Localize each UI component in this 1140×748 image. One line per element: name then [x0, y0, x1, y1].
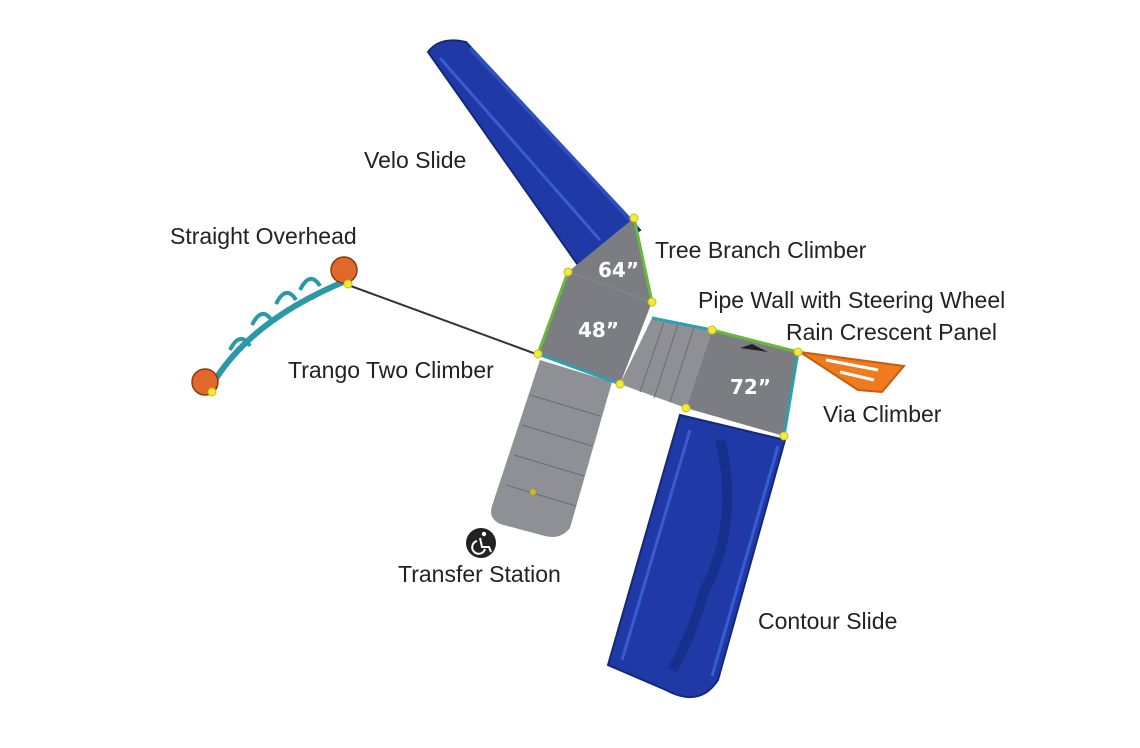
- label-via-climber: Via Climber: [823, 401, 942, 427]
- deck-48: [536, 271, 652, 386]
- label-contour-slide: Contour Slide: [758, 608, 897, 634]
- wheelchair-accessibility-icon: [466, 528, 496, 558]
- via-climber: [799, 351, 906, 394]
- label-pipe-wall: Pipe Wall with Steering Wheel: [698, 287, 1005, 313]
- label-trango-two: Trango Two Climber: [288, 357, 494, 383]
- contour-slide: [606, 413, 787, 698]
- label-transfer-station: Transfer Station: [398, 561, 561, 587]
- straight-overhead: [191, 256, 358, 396]
- posts: [207, 213, 803, 441]
- deck-48-label: 48”: [578, 318, 619, 342]
- velo-slide: [426, 39, 642, 270]
- label-rain-crescent: Rain Crescent Panel: [786, 319, 997, 345]
- bridge: [620, 316, 713, 408]
- label-straight-overhead: Straight Overhead: [170, 223, 357, 249]
- label-tree-branch-climber: Tree Branch Climber: [655, 237, 867, 263]
- deck-64: [568, 217, 654, 303]
- deck-72: [686, 328, 800, 437]
- trango-two-climber: [347, 284, 537, 355]
- label-velo-slide: Velo Slide: [364, 147, 466, 173]
- transfer-station: [491, 360, 612, 537]
- deck-72-label: 72”: [730, 375, 771, 399]
- deck-64-label: 64”: [598, 258, 639, 282]
